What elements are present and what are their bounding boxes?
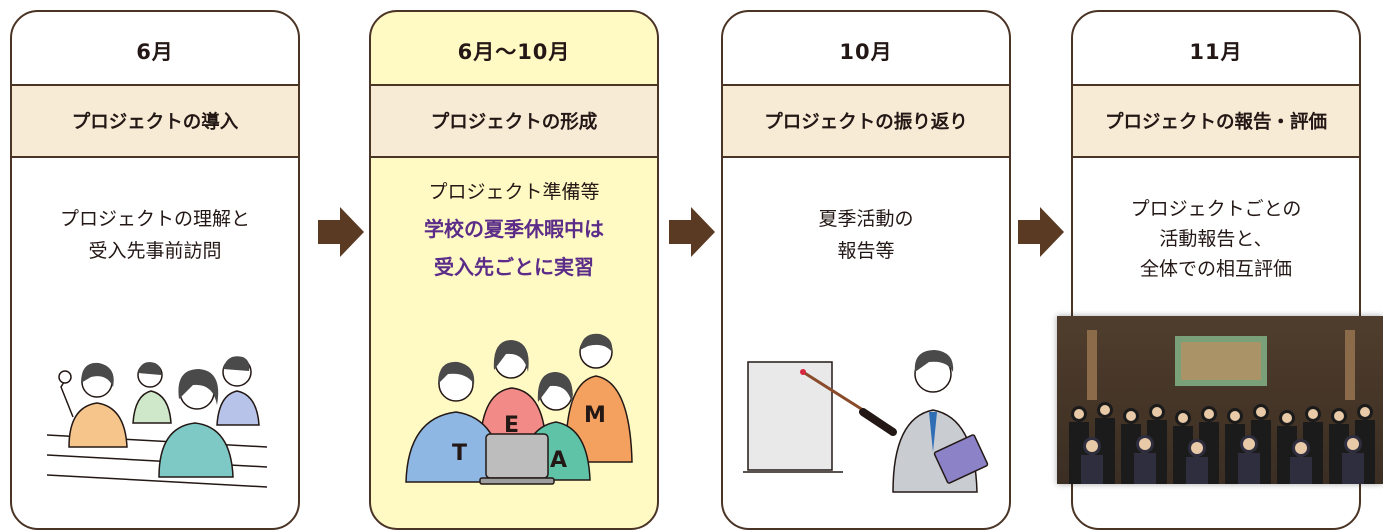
step-desc-line: プロジェクトの理解と [59,208,250,230]
team-letter: M [584,403,606,428]
step-title: プロジェクトの形成 [371,84,657,158]
step-desc-line: 全体での相互評価 [1139,258,1292,280]
step-card-2: 6月〜10月 プロジェクトの形成 プロジェクト準備等 学校の夏季休暇中は 受入先… [369,10,659,530]
arrow-right-icon [669,207,715,257]
step-title: プロジェクトの導入 [12,84,298,158]
team-letter: T [452,441,467,466]
arrow-right-icon [1018,207,1064,257]
arrow-right-icon [318,207,364,257]
step-month: 10月 [839,40,893,64]
team-illustration: T E A M [405,333,633,485]
step-desc-line: 報告等 [837,240,895,262]
step-month: 6月〜10月 [457,40,571,64]
step-desc-line: 夏季活動の [818,208,914,230]
step-desc-line: 活動報告と、 [1159,228,1273,250]
step-title: プロジェクトの振り返り [723,84,1009,158]
step-accent-line: 学校の夏季休暇中は [424,217,604,241]
students-illustration [47,356,267,488]
step-card-3: 10月 プロジェクトの振り返り 夏季活動の 報告等 [721,10,1011,530]
step-desc-line: プロジェクトごとの [1130,198,1302,220]
group-photo [1057,316,1383,484]
step-month: 11月 [1189,40,1243,64]
step-accent-line: 受入先ごとに実習 [434,255,594,279]
presenter-illustration [743,350,989,493]
step-desc-line: プロジェクト準備等 [428,181,600,203]
step-title: プロジェクトの報告・評価 [1073,84,1359,158]
team-letter: E [504,413,519,438]
step-desc-line: 受入先事前訪問 [88,240,222,262]
team-letter: A [550,448,567,473]
step-card-1: 6月 プロジェクトの導入 プロジェクトの理解と 受入先事前訪問 [10,10,300,530]
step-month: 6月 [136,40,174,64]
